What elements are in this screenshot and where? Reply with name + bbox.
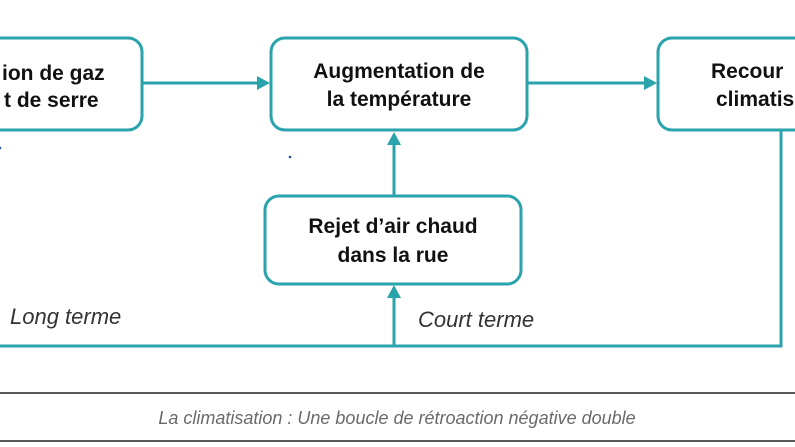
- arrowhead-icon: [644, 76, 657, 90]
- arrowhead-icon: [387, 132, 401, 145]
- node-emission-label-line-2: t de serre: [4, 89, 99, 112]
- node-recours: Recour climatis: [656, 36, 795, 132]
- node-recours-box: [656, 36, 795, 132]
- node-recours-label-line-1: Recour: [711, 60, 783, 83]
- edge-label-long-term: Long terme: [10, 304, 121, 329]
- node-rejet: Rejet d’air chaud dans la rue: [263, 194, 523, 286]
- edge-recours-return-loop: [0, 130, 783, 348]
- node-emission: ion de gaz t de serre: [0, 36, 144, 132]
- node-rejet-box: [263, 194, 523, 286]
- node-augmentation-box: [269, 36, 529, 132]
- edge-augmentation-to-recours: [527, 76, 657, 90]
- node-recours-label-line-2: climatis: [716, 88, 794, 111]
- stray-dot: [0, 146, 2, 150]
- edge-label-short-term: Court terme: [418, 307, 534, 332]
- node-augmentation-label-line-2: la température: [327, 88, 472, 111]
- stray-dot: [288, 155, 292, 159]
- arrowhead-icon: [257, 76, 270, 90]
- edge-rejet-to-augmentation: [387, 132, 401, 196]
- arrowhead-icon: [387, 285, 401, 298]
- figure-caption: La climatisation : Une boucle de rétroac…: [158, 408, 635, 428]
- node-emission-label-line-1: ion de gaz: [2, 62, 105, 85]
- node-rejet-label-line-2: dans la rue: [338, 244, 449, 267]
- node-rejet-label-line-1: Rejet d’air chaud: [308, 215, 477, 238]
- edge-recours-return-line: [0, 130, 783, 348]
- edge-emission-to-augmentation: [142, 76, 270, 90]
- node-augmentation-label-line-1: Augmentation de: [313, 60, 485, 83]
- node-augmentation: Augmentation de la température: [269, 36, 529, 132]
